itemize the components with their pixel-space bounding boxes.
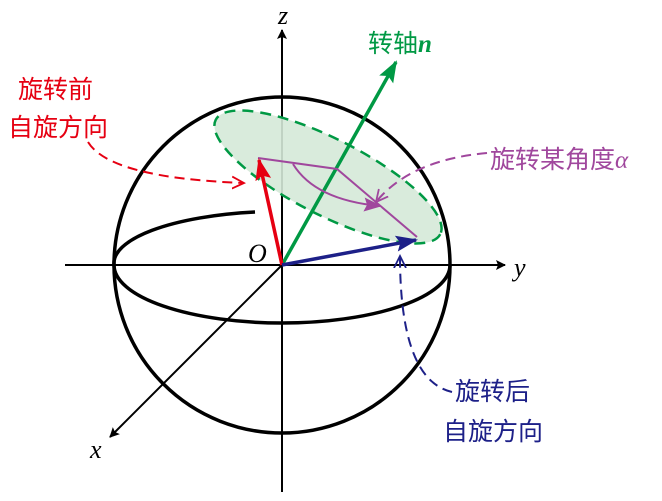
equator-back xyxy=(112,210,256,266)
x-axis xyxy=(109,264,283,438)
before-label-line2: 自旋方向 xyxy=(8,113,108,142)
origin-label: O xyxy=(248,239,267,268)
before-pointer xyxy=(87,141,244,183)
x-axis-label: x xyxy=(89,435,102,464)
after-label-line2: 自旋方向 xyxy=(443,417,543,446)
rotation-axis-arrow xyxy=(280,60,398,266)
before-label-line1: 旋转前 xyxy=(18,75,93,104)
z-axis-label: z xyxy=(277,1,288,30)
after-pointer xyxy=(400,256,453,393)
angle-pointer xyxy=(376,152,488,202)
angle-lines xyxy=(257,157,418,238)
rotation-axis-label: 转轴n xyxy=(368,29,432,58)
after-spin-arrow xyxy=(281,235,418,267)
angle-label: 旋转某角度α xyxy=(490,145,629,174)
y-axis-label: y xyxy=(511,253,526,282)
rotation-disk xyxy=(213,109,443,245)
angle-arc-arrow xyxy=(292,163,382,212)
before-spin-arrow xyxy=(255,158,284,266)
after-label-line1: 旋转后 xyxy=(455,377,530,406)
